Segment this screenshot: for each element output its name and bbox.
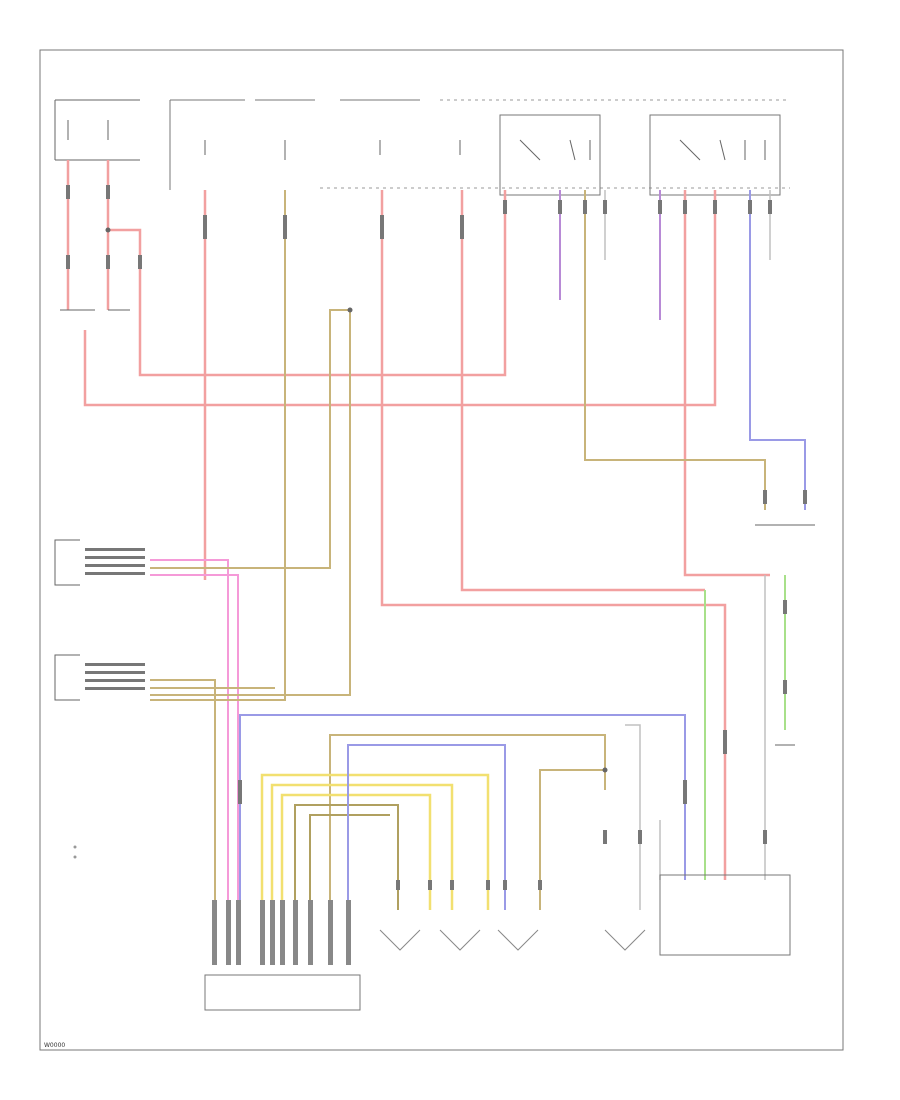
blue-wires bbox=[239, 190, 806, 910]
green-wires bbox=[704, 575, 786, 880]
purple-wires bbox=[559, 190, 661, 320]
ground-symbols bbox=[60, 309, 815, 746]
seat-control-module bbox=[204, 974, 361, 1011]
fuse-box-left bbox=[54, 99, 140, 161]
connector-marks bbox=[66, 185, 807, 890]
right-seat-module bbox=[659, 874, 791, 956]
red-wires bbox=[66, 160, 770, 880]
pink-wires bbox=[150, 559, 239, 910]
olive-wires bbox=[294, 804, 399, 910]
left-switch-pins bbox=[85, 548, 145, 690]
control-module-pins bbox=[212, 900, 351, 965]
switch-symbols-top bbox=[204, 139, 766, 161]
relay-boxes-top bbox=[169, 99, 781, 196]
junction-dots bbox=[105, 227, 608, 773]
yellow-wires bbox=[260, 773, 490, 910]
tan-wires bbox=[150, 190, 766, 910]
legend-marks bbox=[73, 845, 77, 859]
left-switch-modules bbox=[54, 539, 80, 701]
grey-wires bbox=[604, 190, 771, 910]
diagram-frame bbox=[39, 49, 844, 1051]
seat-sensor-elements bbox=[379, 929, 646, 951]
corner-label: W0000 bbox=[44, 1042, 65, 1049]
